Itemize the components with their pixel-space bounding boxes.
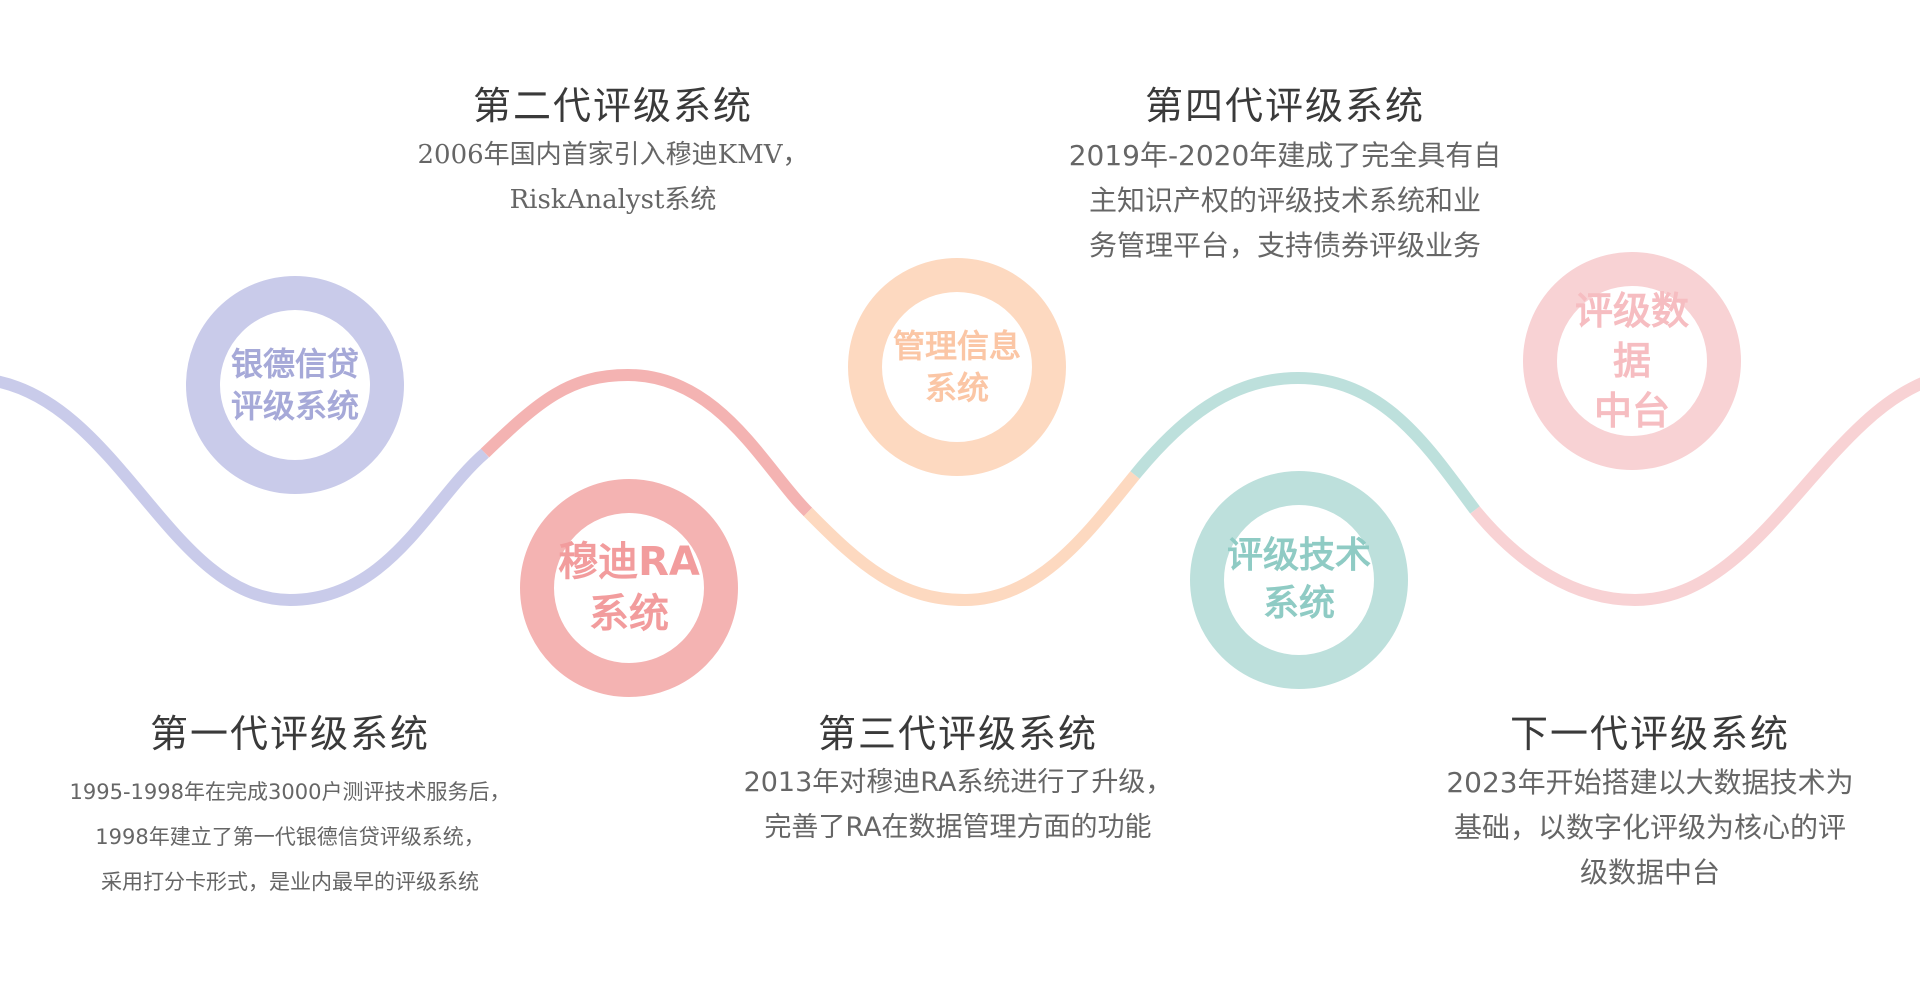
gen-5-desc-line: 基础，以数字化评级为核心的评	[1453, 811, 1846, 844]
gen-2-desc-line: 2006年国内首家引入穆迪KMV，	[417, 140, 809, 170]
gen-5-desc-line: 级数据中台	[1579, 856, 1720, 889]
node-circle-1: 银德信贷 评级系统	[186, 276, 404, 494]
node-circle-3: 管理信息 系统	[848, 258, 1066, 476]
node-3-line2: 系统	[924, 369, 989, 407]
gen-2-desc-line: RiskAnalyst系统	[509, 185, 717, 215]
wave-segment-2	[480, 368, 813, 517]
wave-segment-4	[1130, 371, 1480, 514]
wave-segment-5	[1470, 377, 1920, 607]
node-3-line1: 管理信息	[892, 327, 1021, 365]
gen-4-desc-line: 主知识产权的评级技术系统和业	[1088, 184, 1481, 217]
gen-1-desc-line: 1995-1998年在完成3000户测评技术服务后，	[69, 780, 511, 804]
node-4-line2: 系统	[1262, 583, 1335, 624]
node-5-line2: 中台	[1593, 389, 1670, 433]
wave-segment-3	[803, 471, 1140, 607]
node-5-line1: 评级数据	[1574, 289, 1689, 383]
node-circle-5: 评级数据 中台	[1523, 252, 1741, 470]
gen-3-title: 第三代评级系统	[817, 712, 1098, 756]
node-1-line1: 银德信贷	[230, 345, 359, 383]
node-1-line2: 评级系统	[230, 387, 359, 425]
gen-5-desc-line: 2023年开始搭建以大数据技术为	[1446, 766, 1854, 799]
gen-3-desc: 2013年对穆迪RA系统进行了升级， 完善了RA在数据管理方面的功能	[708, 760, 1208, 850]
gen-1-title: 第一代评级系统	[149, 712, 430, 756]
gen-4-desc: 2019年-2020年建成了完全具有自 主知识产权的评级技术系统和业 务管理平台…	[1035, 133, 1535, 268]
node-2-line2: 系统	[588, 591, 669, 637]
gen-2-title: 第二代评级系统	[472, 84, 753, 128]
gen-4-desc-line: 2019年-2020年建成了完全具有自	[1068, 139, 1502, 172]
node-4-line1: 评级技术	[1226, 535, 1371, 576]
gen-4-title: 第四代评级系统	[1144, 84, 1425, 128]
gen-3-desc-line: 2013年对穆迪RA系统进行了升级，	[743, 767, 1173, 798]
gen-2-desc: 2006年国内首家引入穆迪KMV， RiskAnalyst系统	[363, 133, 863, 223]
node-circle-2: 穆迪RA 系统	[520, 479, 738, 697]
wave-segment-1	[0, 376, 489, 607]
gen-4-desc-line: 务管理平台，支持债券评级业务	[1088, 229, 1481, 262]
gen-1-desc-line: 1998年建立了第一代银德信贷评级系统，	[95, 825, 485, 849]
gen-5-title: 下一代评级系统	[1509, 712, 1790, 756]
gen-1-desc-line: 采用打分卡形式，是业内最早的评级系统	[101, 870, 479, 894]
gen-1-desc: 1995-1998年在完成3000户测评技术服务后， 1998年建立了第一代银德…	[40, 770, 540, 905]
node-2-line1: 穆迪RA	[558, 539, 700, 585]
gen-3-desc-line: 完善了RA在数据管理方面的功能	[764, 812, 1152, 843]
node-circle-4: 评级技术 系统	[1190, 471, 1408, 689]
gen-5-desc: 2023年开始搭建以大数据技术为 基础，以数字化评级为核心的评 级数据中台	[1400, 760, 1900, 895]
